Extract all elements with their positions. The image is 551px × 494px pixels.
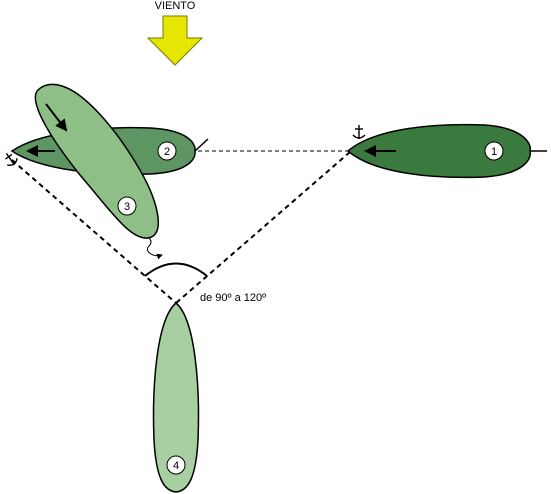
boat-3-number-circle	[117, 196, 137, 216]
boat-4: 4	[152, 302, 200, 493]
boat-1-number-circle	[484, 141, 504, 161]
boat-2-number-circle	[157, 141, 177, 161]
boat-1: 1	[346, 123, 547, 179]
boat-2-tiller	[194, 138, 209, 152]
boat-4-number-circle	[166, 455, 186, 475]
boat-4-number: 4	[173, 460, 179, 472]
boat-3-direction-arrow	[45, 103, 68, 132]
wind-arrow-icon	[146, 15, 204, 66]
anchor-icon	[5, 153, 18, 166]
rode-line-right	[175, 151, 351, 304]
rode-line-left	[11, 159, 177, 304]
boat-2-number: 2	[164, 146, 170, 158]
boat-3: 3	[34, 83, 160, 239]
boat-1-number: 1	[491, 146, 497, 158]
wind-label: VIENTO	[155, 0, 196, 12]
boat-4-hull	[152, 302, 200, 493]
angle-arc	[144, 262, 208, 277]
boat-3-number: 3	[124, 201, 130, 213]
angle-label: de 90º a 120º	[200, 292, 266, 304]
anchor-icon	[352, 125, 366, 139]
pointer-line	[146, 237, 163, 260]
